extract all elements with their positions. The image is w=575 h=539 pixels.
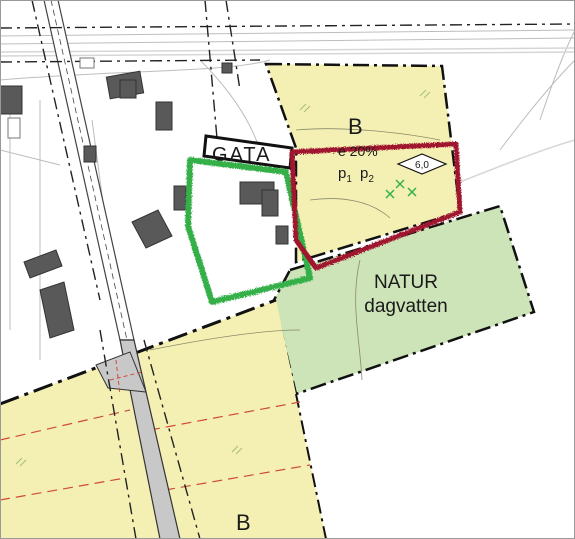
height-diamond-icon	[396, 153, 448, 175]
building	[0, 85, 23, 115]
zone-b-south-east-boundary	[295, 393, 327, 539]
property-notes: p1 p2	[338, 165, 374, 185]
zone-b-south	[0, 300, 326, 539]
small-structures	[7, 57, 95, 139]
zone-b-north-label: B	[348, 114, 363, 139]
building	[119, 79, 137, 99]
zone-b-north	[264, 62, 462, 264]
p2-label: p2	[360, 165, 374, 185]
zone-natur	[272, 204, 536, 396]
building	[261, 189, 279, 217]
height-symbol: 6,0	[396, 153, 448, 175]
building	[155, 101, 173, 131]
terrain-contours	[149, 128, 441, 381]
building	[23, 249, 63, 279]
coverage-label: e 20%	[338, 143, 378, 159]
buildings	[0, 62, 289, 339]
structure	[7, 117, 21, 139]
zone-b-south-red-dash	[0, 401, 311, 501]
zone-b-south-top-boundary	[0, 298, 277, 406]
height-value: 6,0	[415, 160, 429, 171]
building	[83, 145, 97, 163]
dagvatten-label: dagvatten	[364, 296, 447, 317]
gata-zone: GATA	[202, 134, 294, 170]
zone-b-south-label: B	[236, 510, 251, 535]
highlight-green-area	[185, 157, 313, 305]
highlight-red-area	[289, 141, 463, 271]
zone-b-south-hatches	[15, 445, 243, 467]
gata-label: GATA	[212, 144, 271, 166]
p1-label: p1	[338, 165, 352, 185]
zone-b-north-hatches	[299, 89, 431, 113]
building	[221, 62, 233, 74]
tree-marks	[385, 179, 417, 199]
building	[275, 225, 289, 245]
building	[131, 209, 173, 249]
structure	[79, 57, 95, 69]
building	[173, 185, 187, 211]
vertical-road	[43, 0, 181, 539]
building	[39, 281, 75, 339]
natur-label: NATUR	[374, 272, 438, 293]
